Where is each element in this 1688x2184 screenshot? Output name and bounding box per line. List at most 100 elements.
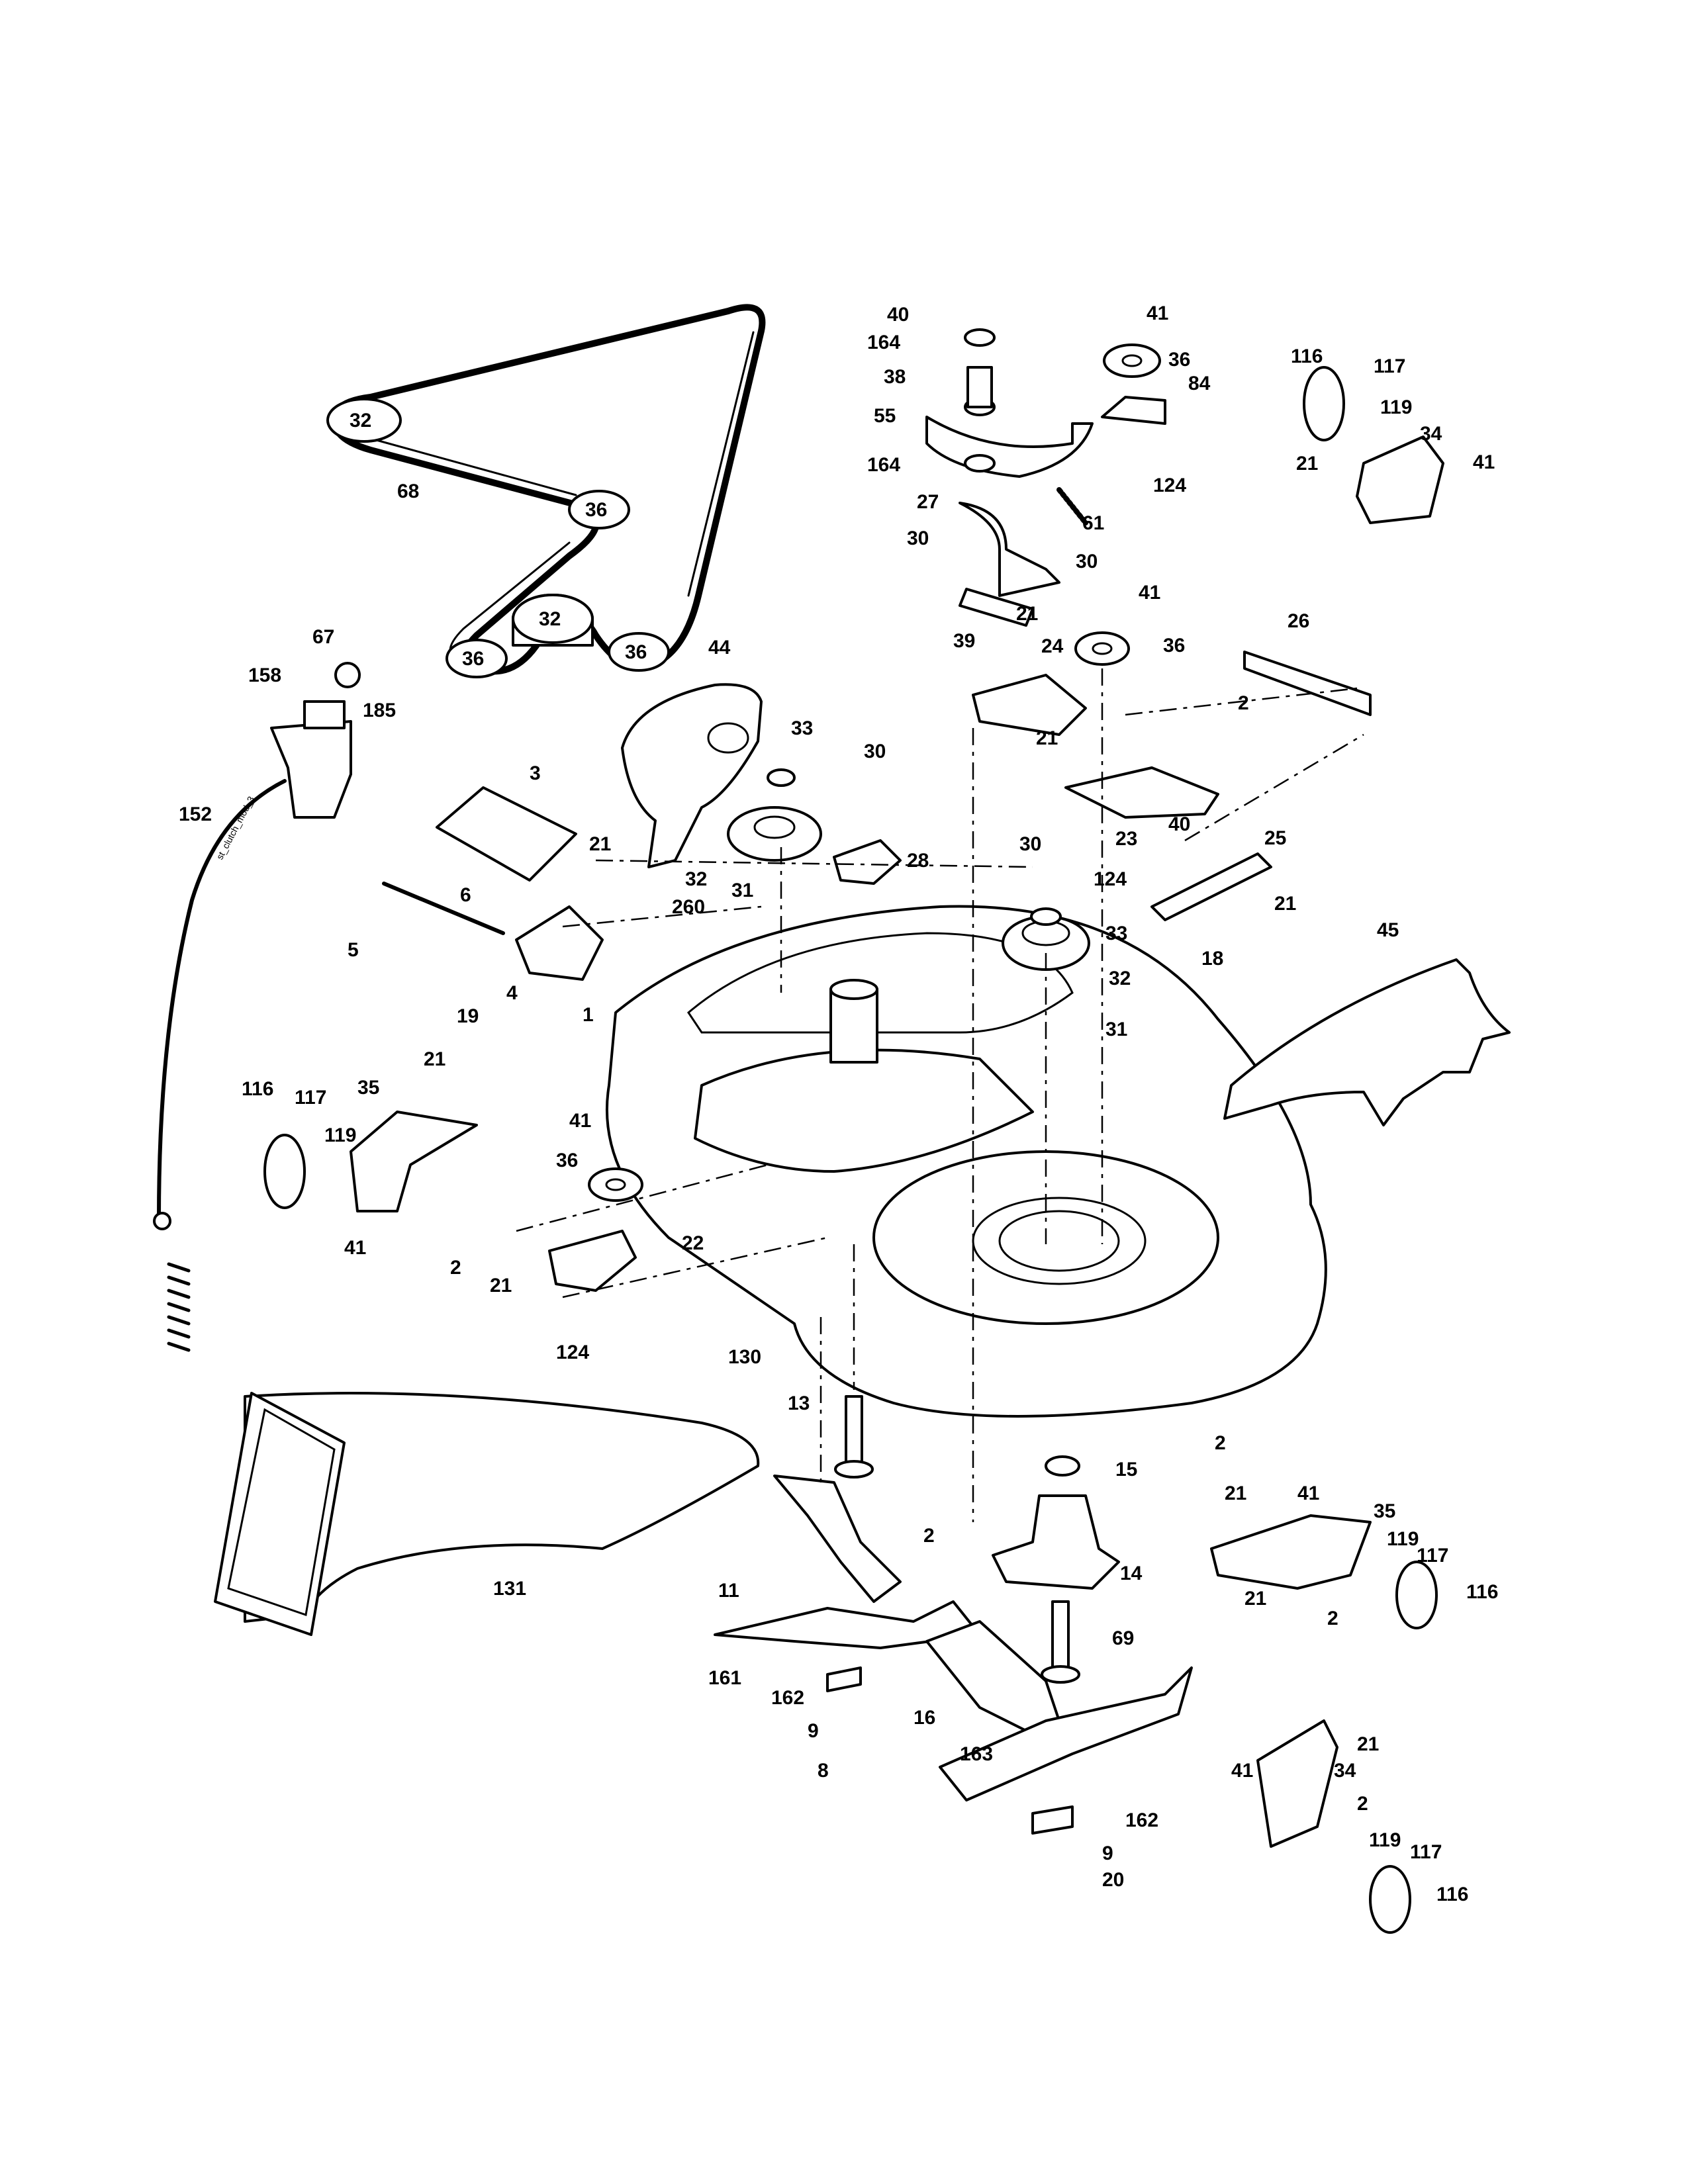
callout: 21: [1225, 1482, 1246, 1504]
belt-pulley-label: 36: [625, 641, 647, 663]
callout: 116: [1436, 1884, 1468, 1905]
callout: 41: [569, 1110, 591, 1132]
callout: 21: [589, 833, 611, 855]
callout: 32: [1109, 968, 1131, 989]
blade-163: [939, 1666, 1193, 1801]
alignment-lines: [516, 668, 1364, 1522]
callouts: 40 41 164 36 84 38 55 164 124 116 117 11…: [179, 302, 1498, 1905]
bracket-22: [548, 1230, 637, 1292]
callout: 41: [1139, 582, 1160, 604]
callout: 40: [1168, 813, 1190, 835]
drive-belt-group: 32 36 32 36 36: [326, 304, 766, 678]
belt-guard: [621, 683, 763, 868]
callout: 116: [1291, 345, 1323, 367]
callout: 32: [685, 868, 707, 890]
callout: 4: [506, 982, 518, 1004]
cable-text: st_clutch_mod_3: [214, 794, 257, 861]
callout: 164: [867, 332, 900, 353]
bracket-3: [436, 786, 577, 882]
callout: 8: [818, 1760, 829, 1782]
callout: 41: [344, 1237, 366, 1259]
spindle-blade-assembly: [714, 1395, 1193, 1835]
callout: 119: [1380, 396, 1412, 418]
belt-pulley-36-mid: 36: [568, 490, 630, 529]
callout: 36: [1168, 349, 1190, 371]
callout: 30: [907, 527, 929, 549]
spindle-shaft-13: [845, 1395, 863, 1471]
callout: 35: [357, 1077, 379, 1099]
gauge-wheel-left: [263, 1111, 478, 1212]
knob: [334, 662, 361, 688]
callout: 24: [1041, 635, 1064, 657]
callout: 130: [728, 1346, 761, 1368]
belt-pulley-label: 36: [585, 499, 607, 521]
callout: 6: [460, 884, 471, 906]
idler-bracket-assembly: [925, 328, 1166, 627]
callout: 69: [1112, 1627, 1134, 1649]
belt-pulley-label: 32: [539, 608, 561, 630]
callout: 21: [490, 1275, 512, 1297]
blade-adapter-11: [773, 1475, 902, 1603]
callout: 164: [867, 454, 900, 476]
callout: 2: [923, 1525, 935, 1547]
callout: 161: [708, 1667, 741, 1689]
rod-6: [382, 882, 505, 935]
callout: 117: [1417, 1545, 1448, 1567]
belt-pulley-32-center: 32: [512, 594, 594, 647]
pulley-36-upper: [1074, 631, 1130, 666]
callout: 119: [1387, 1528, 1419, 1550]
deck-pulleys: [588, 631, 1130, 1202]
callout: 158: [248, 664, 281, 686]
callout: 116: [1466, 1581, 1498, 1603]
callout: 23: [1115, 828, 1137, 850]
callout: 131: [493, 1578, 526, 1600]
callout: 124: [556, 1342, 589, 1363]
callout: 2: [1238, 692, 1249, 714]
belt-keeper-cover: [1223, 958, 1511, 1126]
callout: 13: [788, 1392, 810, 1414]
callout: 21: [1357, 1733, 1379, 1755]
callout: 260: [672, 896, 705, 918]
callout: 21: [424, 1048, 445, 1070]
callout: 31: [731, 880, 753, 901]
callout: 30: [864, 741, 886, 762]
bracket-25: [1150, 852, 1272, 921]
spindle-housing-14: [992, 1494, 1120, 1590]
callout: 38: [884, 366, 906, 388]
gauge-wheel-right-mid: [1210, 1514, 1438, 1629]
callout: 26: [1288, 610, 1309, 632]
callout: 152: [179, 803, 212, 825]
callout: 124: [1094, 868, 1127, 890]
callout: 68: [397, 480, 419, 502]
cable-bracket: [270, 720, 352, 819]
callout: 2: [1215, 1432, 1226, 1454]
pulley-36-left-deck: [588, 1167, 643, 1202]
callout: 22: [682, 1232, 704, 1254]
callout: 31: [1105, 1019, 1127, 1040]
callout: 162: [1125, 1809, 1158, 1831]
callout: 185: [363, 700, 396, 721]
callout: 39: [953, 630, 975, 652]
discharge-chute: [214, 1392, 760, 1636]
callout: 41: [1473, 451, 1495, 473]
callout: 2: [450, 1257, 461, 1279]
callout: 41: [1231, 1760, 1253, 1782]
callout: 61: [1082, 512, 1104, 534]
callout: 119: [324, 1124, 356, 1146]
mower-deck: [605, 905, 1327, 1418]
callout: 9: [808, 1720, 819, 1742]
callout: 33: [791, 717, 813, 739]
callout: 35: [1374, 1500, 1395, 1522]
callout: 33: [1105, 923, 1127, 944]
callout: 117: [1410, 1841, 1442, 1863]
callout: 41: [1147, 302, 1168, 324]
callout: 21: [1296, 453, 1318, 475]
deck-brackets: [382, 651, 1372, 1292]
callout: 34: [1334, 1760, 1356, 1782]
bracket-4: [515, 905, 604, 981]
callout: 21: [1036, 727, 1058, 749]
bracket-28: [833, 839, 902, 885]
pulley-32-left: [727, 768, 822, 862]
idler-bracket: [925, 416, 1094, 478]
